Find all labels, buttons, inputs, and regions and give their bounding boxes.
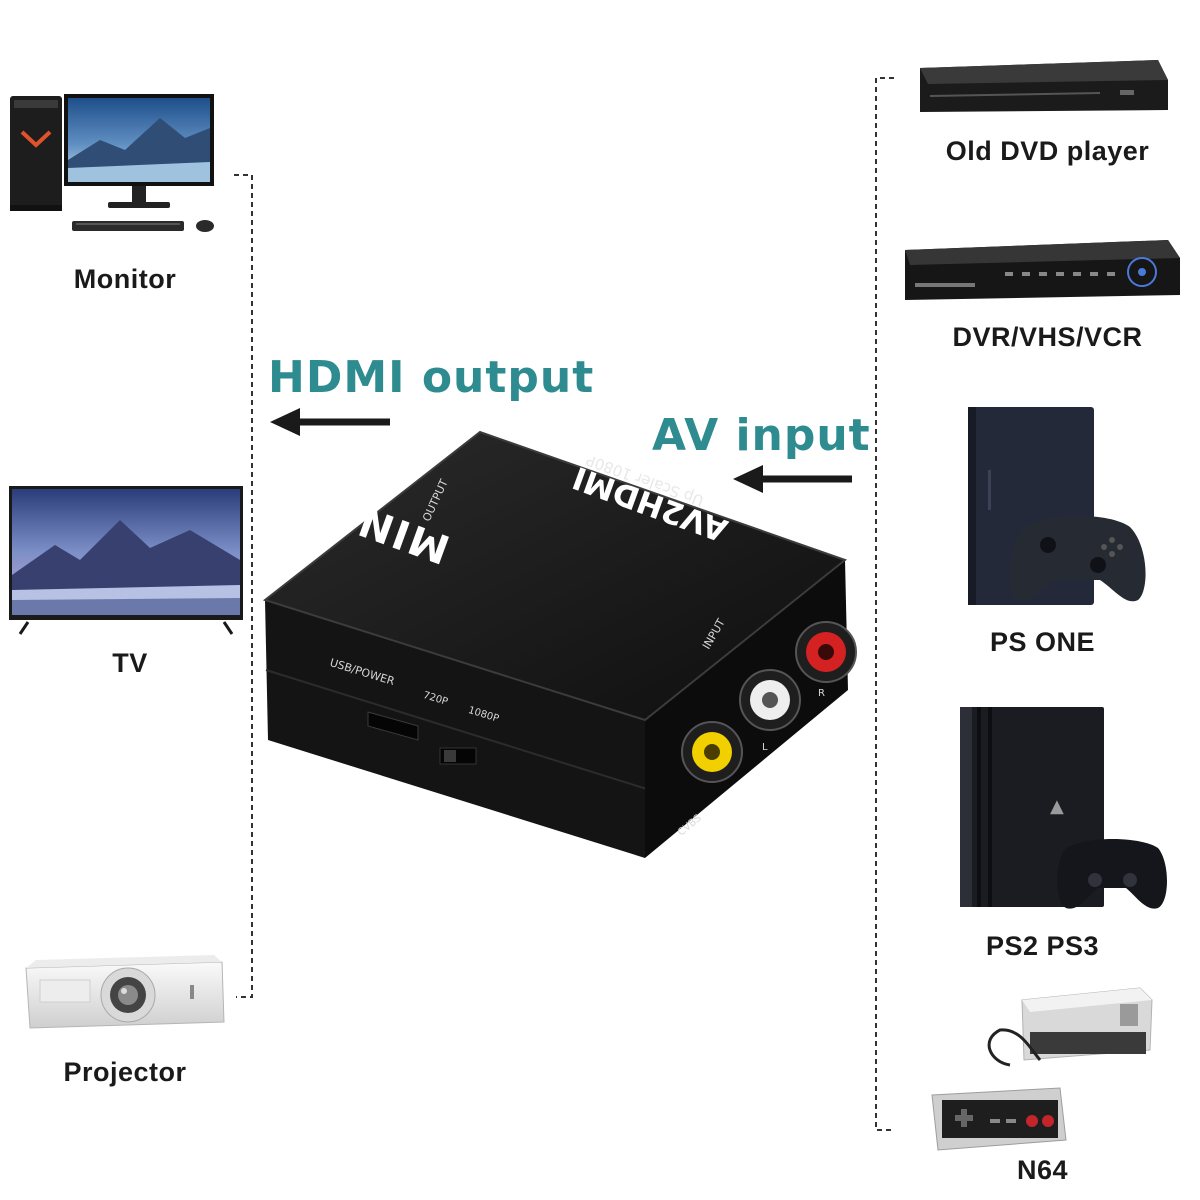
retro-console-icon (931, 987, 1153, 1151)
dvr-icon (905, 240, 1180, 300)
device-label-n64: N64 (1016, 1155, 1069, 1185)
r-channel-label: R (818, 688, 825, 699)
right-bracket-line (875, 77, 894, 1131)
left-bracket-line (234, 174, 253, 998)
device-label-dvd-player: Old DVD player (945, 136, 1150, 166)
hdmi-output-title: HDMI output (268, 352, 595, 403)
device-label-monitor: Monitor (73, 264, 177, 294)
l-channel-label: L (762, 742, 768, 753)
device-label-ps-one: PS ONE (989, 627, 1096, 657)
projector-icon (25, 955, 225, 1029)
dvd-player-icon (920, 60, 1168, 112)
rca-red-jack (795, 621, 857, 683)
tv-icon (9, 486, 243, 635)
rca-white-jack (739, 669, 801, 731)
ps-logo-icon: ▲ (1050, 796, 1064, 817)
ps-one-console-icon (968, 407, 1146, 605)
rca-yellow-jack (681, 721, 743, 783)
ps-console-icon: ▲ (960, 707, 1167, 909)
converter-box (262, 430, 857, 858)
av-input-arrow-icon (733, 465, 852, 493)
device-label-tv: TV (112, 648, 148, 678)
monitor-icon (10, 94, 214, 232)
hdmi-output-arrow-icon (270, 408, 390, 436)
device-label-ps2-ps3: PS2 PS3 (985, 931, 1100, 961)
device-label-projector: Projector (63, 1057, 187, 1087)
usb-power-port (367, 711, 419, 741)
av-input-title: AV input (652, 410, 871, 461)
device-label-dvr: DVR/VHS/VCR (952, 322, 1143, 352)
